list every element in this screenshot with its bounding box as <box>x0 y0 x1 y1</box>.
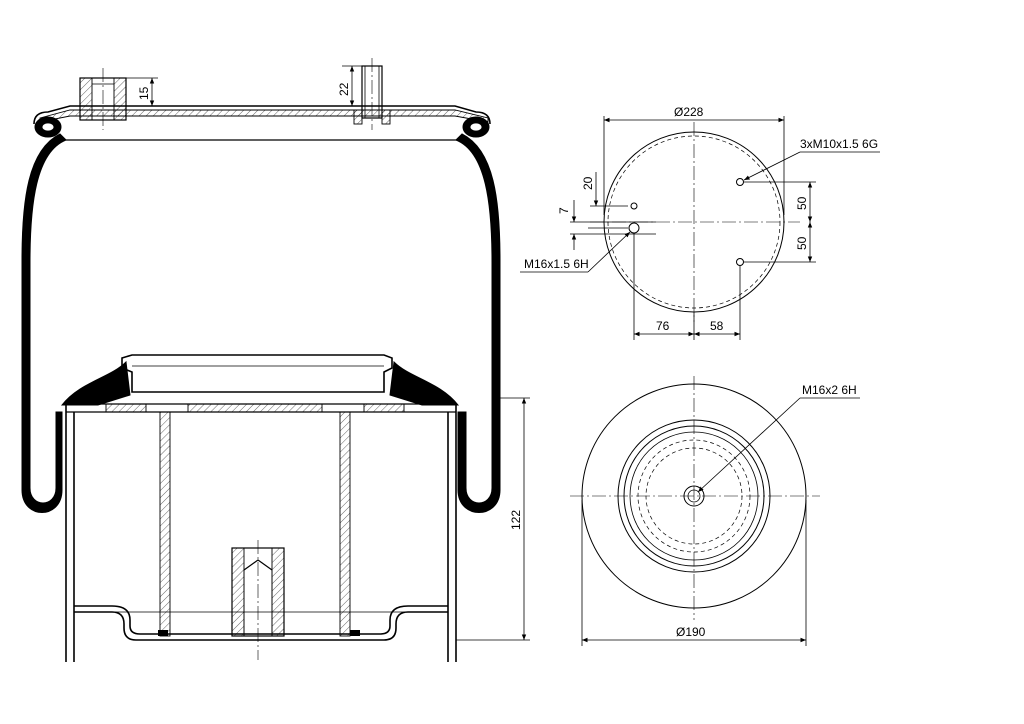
center-insert <box>231 540 285 660</box>
label-center-thread: M16x2 6H <box>802 383 857 397</box>
bottom-view <box>570 376 860 646</box>
top-view <box>520 116 880 340</box>
dim-piston-height: 122 <box>509 510 523 530</box>
dim-stud-spacing-upper: 50 <box>795 196 809 210</box>
stud-hole-lower <box>736 258 744 266</box>
dim-horizontal-76: 76 <box>656 319 670 333</box>
mounting-stud-top <box>353 58 391 130</box>
label-air-fitting: M16x1.5 6H <box>524 257 589 271</box>
side-dimensions <box>126 65 530 641</box>
piston-can <box>65 404 457 662</box>
dim-top-fitting-height: 15 <box>137 86 151 100</box>
dim-offset-7: 7 <box>557 207 571 214</box>
dim-stud-spacing-lower: 50 <box>795 236 809 250</box>
dim-piston-diameter: Ø190 <box>676 625 706 639</box>
stud-hole-mid <box>630 202 638 210</box>
dim-horizontal-58: 58 <box>710 319 724 333</box>
piston-head <box>60 354 460 413</box>
stud-hole-upper <box>736 178 744 186</box>
side-section-view: 15 22 122 <box>21 58 530 662</box>
label-stud-threads: 3xM10x1.5 6G <box>800 137 878 151</box>
air-fitting-hole <box>628 222 640 234</box>
dim-outer-diameter: Ø228 <box>674 105 704 119</box>
rubber-bellows <box>21 133 501 513</box>
top-bead-plate <box>33 105 491 141</box>
dim-top-stud-height: 22 <box>337 82 351 96</box>
air-fitting-top <box>79 68 127 130</box>
dim-offset-20: 20 <box>581 176 595 190</box>
